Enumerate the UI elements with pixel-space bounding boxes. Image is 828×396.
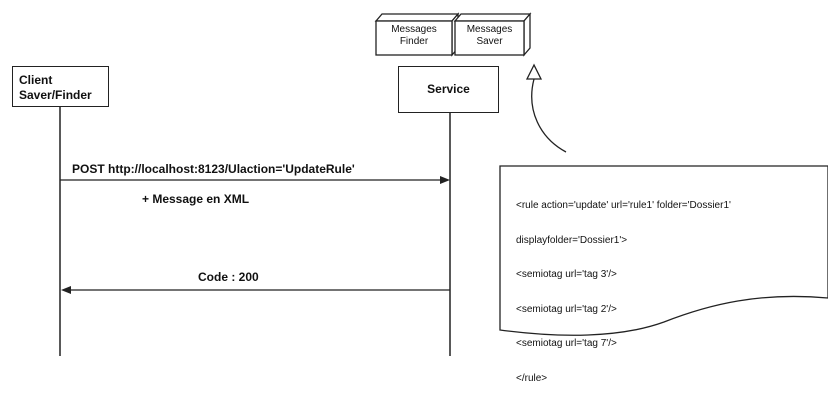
xml-document-shape (499, 165, 828, 336)
messages-saver-line2: Saver (476, 36, 503, 47)
request-label: POST http://localhost:8123/Ulaction='Upd… (72, 162, 355, 176)
sequence-diagram (59, 12, 828, 356)
response-label: Code : 200 (198, 270, 259, 284)
messages-finder-label: Messages Finder (378, 24, 450, 48)
request-arrow (60, 176, 450, 184)
messages-saver-label: Messages Saver (456, 24, 523, 48)
xml-line: displayfolder='Dossier1'> (516, 234, 628, 246)
xml-line: <semiotag url='tag 3'/> (516, 269, 617, 280)
xml-line: <rule action='update' url='rule1' folder… (516, 200, 731, 211)
xml-document-text: <rule action='update' url='rule1' folder… (516, 177, 731, 396)
pointer-curve (525, 63, 567, 153)
response-arrow (61, 286, 450, 294)
service-participant-box: Service (398, 66, 499, 113)
messages-saver-line1: Messages (466, 24, 513, 35)
request-note: + Message en XML (142, 192, 250, 206)
client-label-line1: Client (19, 73, 53, 87)
client-participant-box: Client Saver/Finder (12, 66, 109, 107)
xml-line: <semiotag url='tag 7'/> (516, 338, 617, 349)
component-cube-finder (374, 12, 460, 57)
messages-finder-line2: Finder (399, 36, 429, 47)
client-label-line2: Saver/Finder (19, 88, 92, 102)
xml-line: </rule> (516, 372, 548, 384)
service-label: Service (427, 82, 470, 96)
component-cube-saver (453, 12, 532, 57)
messages-finder-line1: Messages (391, 24, 437, 35)
xml-line: <semiotag url='tag 2'/> (516, 303, 617, 315)
